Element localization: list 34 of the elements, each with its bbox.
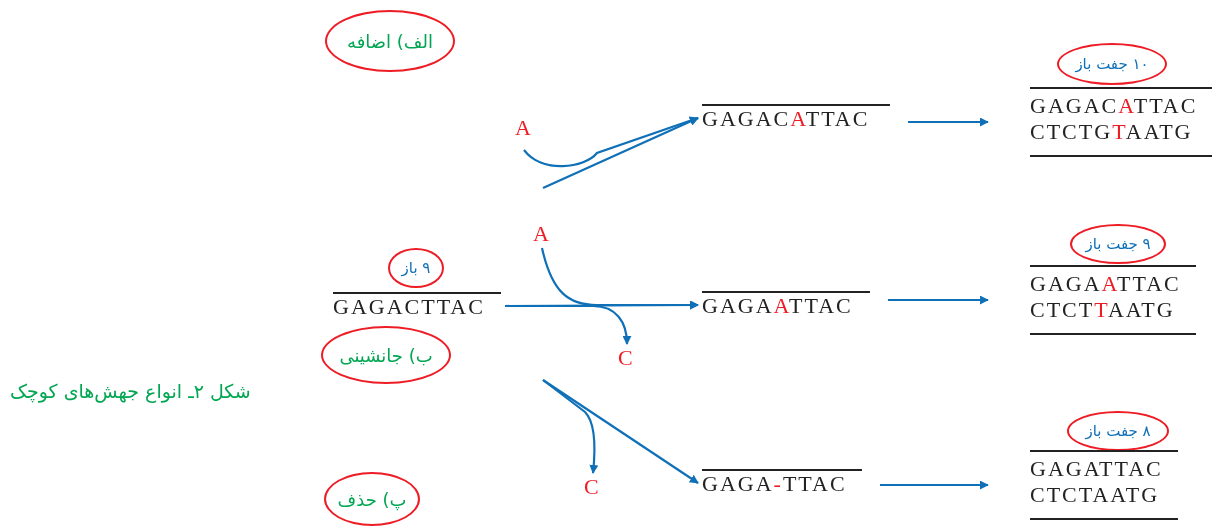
sequence-text: GAGACTTAC — [333, 294, 486, 320]
base-pair-count-ellipse: ۹ جفت باز — [1070, 224, 1166, 264]
arrow — [888, 295, 989, 305]
sequence-text: GAGAATTAC — [702, 293, 854, 319]
figure-caption: شکل ۲ـ انواع جهش‌های کوچک — [10, 380, 251, 402]
sequence-text: GAGACATTAC — [702, 106, 871, 132]
sequence-text: GAGATTAC — [1030, 456, 1164, 482]
mutation-type-ellipse: پ) حذف — [324, 472, 420, 526]
mutation-type-ellipse: ب) جانشینی — [321, 326, 451, 384]
arrow — [542, 379, 599, 474]
sequence-text: GAGAATTAC — [1030, 271, 1182, 297]
sequence-text: GAGACATTAC — [1030, 93, 1199, 119]
mutation-type-ellipse: الف) اضافه — [325, 10, 455, 72]
arrow — [880, 480, 989, 490]
sequence-text: GAGA-TTAC — [702, 471, 848, 497]
arrow — [908, 117, 989, 127]
double-strand — [1030, 87, 1212, 157]
sequence-text: CTCTAATG — [1030, 482, 1161, 508]
base-letter: A — [515, 117, 533, 139]
arrow — [542, 117, 699, 189]
double-strand — [1030, 265, 1196, 335]
base-count-ellipse: ۹ باز — [388, 248, 444, 288]
base-letter: C — [618, 347, 636, 369]
arrow — [540, 247, 699, 310]
base-letter: A — [533, 223, 551, 245]
sequence-text: CTCTTAATG — [1030, 297, 1176, 323]
arrow — [505, 304, 632, 345]
base-letter: C — [584, 476, 602, 498]
arrow — [542, 379, 699, 484]
base-pair-count-ellipse: ۱۰ جفت باز — [1057, 43, 1167, 85]
arrow — [523, 116, 699, 168]
base-pair-count-ellipse: ۸ جفت باز — [1067, 411, 1169, 451]
double-strand — [1030, 450, 1178, 520]
sequence-text: CTCTGTAATG — [1030, 119, 1194, 145]
